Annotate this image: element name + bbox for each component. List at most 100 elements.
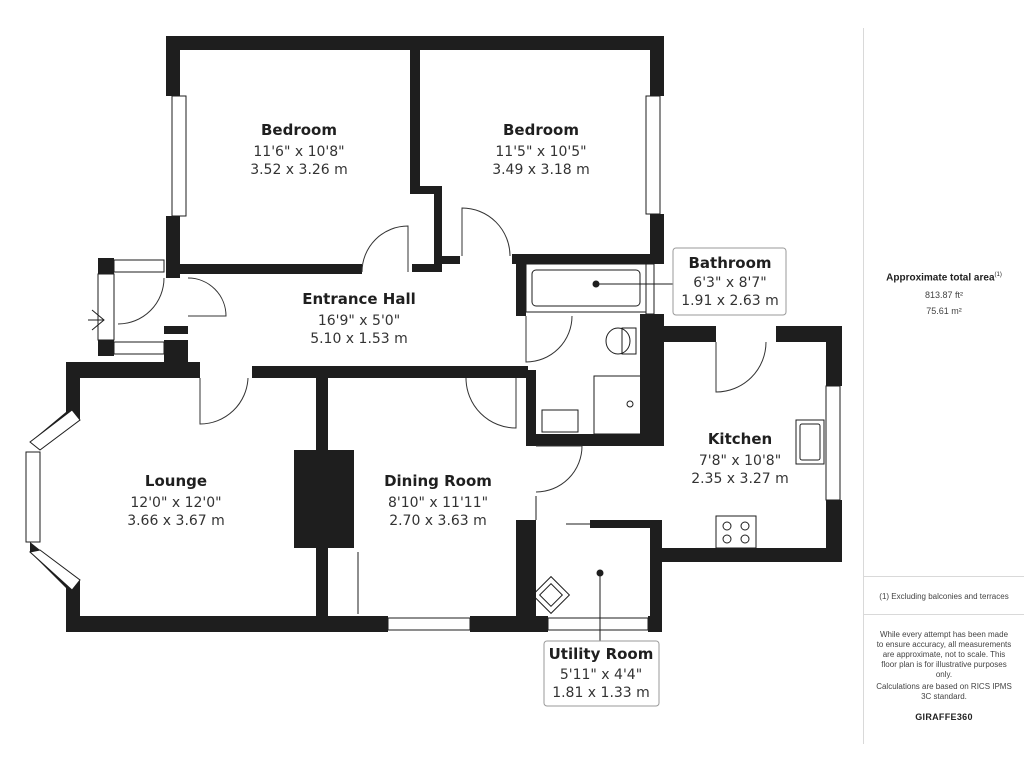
kitchen-imperial: 7'8" x 10'8": [699, 453, 781, 469]
wall-porch-upper: [98, 258, 114, 274]
wall-bed2-right-upper: [650, 36, 664, 96]
area-title-note: (1): [994, 272, 1002, 278]
dining-room-imperial: 8'10" x 11'11": [388, 495, 488, 511]
wall-kitchen-bottom: [650, 548, 842, 562]
wall-bath-left-upper: [516, 254, 526, 316]
wall-hall-left-stub: [164, 326, 188, 334]
lounge-door-arc: [199, 377, 249, 425]
entrance-hall-imperial: 16'9" x 5'0": [318, 313, 400, 329]
wall-utility-bottom-right: [648, 616, 662, 632]
utility-label-box: [543, 640, 660, 707]
bathroom-metric: 1.91 x 2.63 m: [681, 293, 779, 309]
wall-kitchen-top-right: [776, 326, 842, 342]
dining-room-metric: 2.70 x 3.63 m: [389, 513, 487, 529]
doors: [117, 207, 767, 614]
bathtub-icon: [525, 263, 647, 313]
basin-icon: [541, 409, 579, 433]
utility-room-imperial: 5'11" x 4'4": [560, 667, 642, 683]
floor-plan: Bedroom 11'6" x 10'8" 3.52 x 3.26 m Bedr…: [25, 36, 842, 707]
window-bay-top: [29, 409, 81, 451]
wall-hall-left-lower: [164, 340, 188, 366]
window-dining: [387, 617, 471, 631]
area-m: 75.61 m²: [926, 306, 962, 316]
lounge-name: Lounge: [145, 472, 207, 490]
windows: [25, 95, 841, 631]
kitchen-metric: 2.35 x 3.27 m: [691, 471, 789, 487]
bedroom1-name: Bedroom: [261, 121, 337, 139]
bedroom1-imperial: 11'6" x 10'8": [253, 144, 344, 160]
sidebar-rule-1: [864, 576, 1024, 577]
window-porch-top: [113, 259, 165, 273]
wall-bed1-bottom-right: [412, 264, 436, 272]
kitchen-name: Kitchen: [708, 430, 772, 448]
lounge-metric: 3.66 x 3.67 m: [127, 513, 225, 529]
wall-dining-top: [252, 366, 528, 378]
window-utility: [547, 617, 649, 631]
wall-bed1-left-upper: [166, 36, 180, 96]
dining-door-arc: [465, 377, 517, 429]
wall-bed1-bottom: [166, 264, 362, 274]
wall-kitchen-top-left: [650, 326, 716, 342]
sidebar-rule-2: [864, 614, 1024, 615]
wall-bottom-middle: [470, 616, 548, 632]
hob-icon: [715, 515, 757, 549]
sidebar-divider: [863, 28, 864, 744]
bedroom1-metric: 3.52 x 3.26 m: [250, 162, 348, 178]
room-labels: Bedroom 11'6" x 10'8" 3.52 x 3.26 m Bedr…: [127, 121, 789, 701]
wall-bed2-right-lower: [650, 214, 664, 264]
bedroom2-metric: 3.49 x 3.18 m: [492, 162, 590, 178]
wall-utility-right: [650, 520, 662, 632]
kitchen-door-arc: [535, 445, 583, 493]
window-bay-front: [25, 451, 41, 543]
utility-room-metric: 1.81 x 1.33 m: [552, 685, 650, 701]
wall-bath-bottom: [526, 434, 652, 446]
wall-bed1-left-lower: [166, 216, 180, 278]
bathroom-label-box: [672, 247, 787, 316]
chimney-breast: [294, 450, 354, 548]
bathroom-imperial: 6'3" x 8'7": [693, 275, 766, 291]
disclaimer: While every attempt has been made to ens…: [876, 630, 1012, 679]
wall-bed2-bottom: [512, 254, 664, 264]
bed1-door-arc: [361, 225, 409, 273]
walls: [30, 36, 842, 632]
area-title-text: Approximate total area: [886, 272, 995, 284]
fixtures: [88, 263, 825, 642]
wall-bottom-left: [66, 616, 388, 632]
bed2-door-arc: [461, 207, 511, 257]
wall-bed2-bottom-left: [442, 256, 460, 264]
entrance-hall-name: Entrance Hall: [302, 290, 416, 308]
shower-icon: [593, 375, 647, 435]
lounge-imperial: 12'0" x 12'0": [130, 495, 221, 511]
wall-kitchen-right-lower: [826, 500, 842, 562]
window-bed1: [171, 95, 187, 217]
window-porch-bottom: [113, 341, 165, 355]
calc-note: Calculations are based on RICS IPMS 3C s…: [876, 682, 1012, 701]
kitchen-top-door-arc: [715, 341, 767, 393]
wall-bath-left-lower: [526, 370, 536, 446]
bedroom2-name: Bedroom: [503, 121, 579, 139]
window-bed2: [645, 95, 661, 215]
toilet-icon: [621, 327, 637, 355]
bath-door-arc: [525, 315, 573, 363]
wall-top: [166, 36, 664, 50]
wall-lounge-dining-upper: [316, 378, 328, 450]
sink-icon: [795, 419, 825, 465]
area-ft: 813.87 ft²: [924, 290, 964, 300]
window-bay-bottom: [28, 549, 81, 591]
hall-door-arc: [187, 277, 227, 317]
entrance-hall-metric: 5.10 x 1.53 m: [310, 331, 408, 347]
wall-utility-top: [590, 520, 650, 528]
wall-bed-divider: [410, 50, 420, 190]
wall-bed-divider-step: [410, 186, 442, 194]
fireplace-icon: [295, 479, 311, 519]
window-kitchen: [825, 385, 841, 501]
bedroom2-imperial: 11'5" x 10'5": [495, 144, 586, 160]
exclusion-note: (1) Excluding balconies and terraces: [879, 592, 1009, 601]
window-bath: [645, 263, 655, 315]
front-door-arc: [117, 277, 165, 325]
dining-room-name: Dining Room: [384, 472, 492, 490]
area-title: Approximate total area(1): [864, 272, 1024, 283]
wall-lounge-left-upper: [66, 362, 80, 412]
boiler-icon: [531, 575, 571, 615]
brand-logo: GIRAFFE360: [915, 712, 973, 722]
